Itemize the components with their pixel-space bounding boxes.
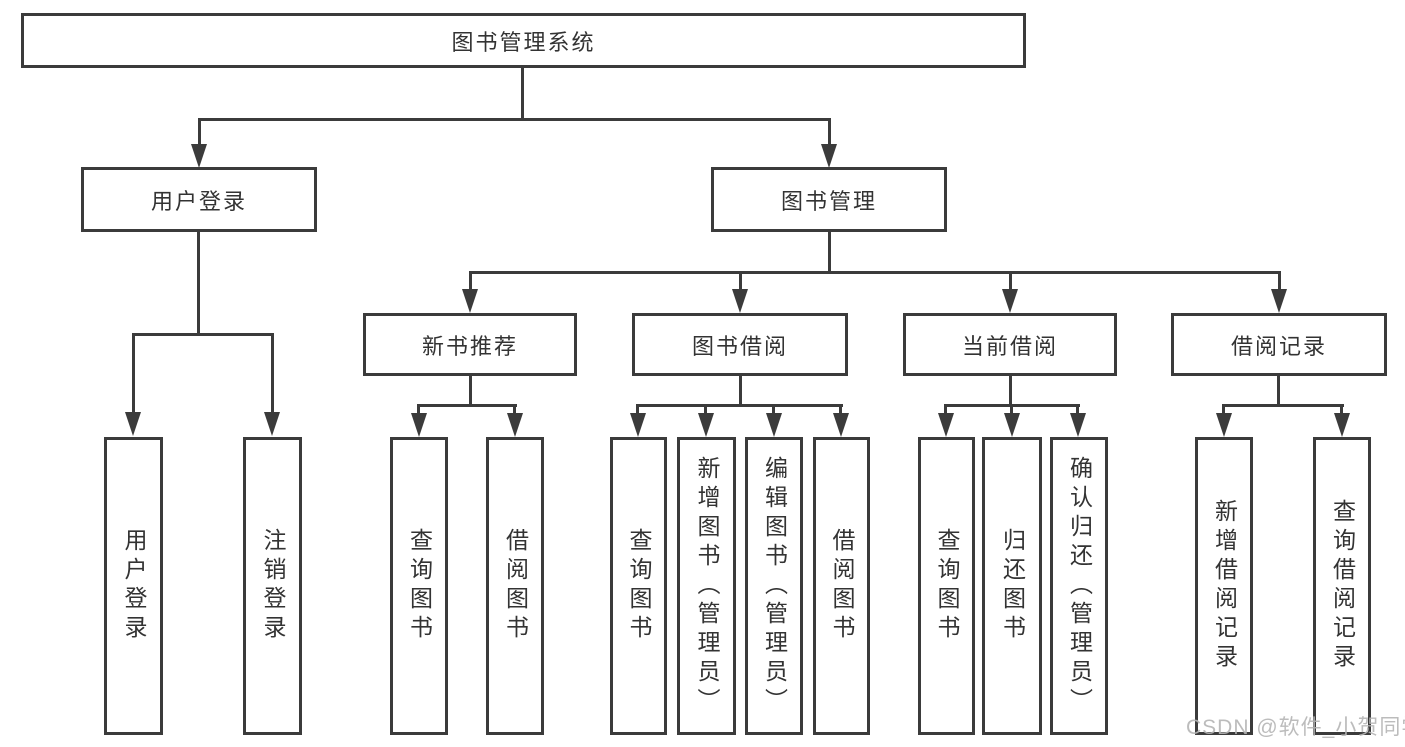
arrowhead-down-icon xyxy=(1271,289,1287,313)
connector-line xyxy=(704,404,707,416)
arrowhead-down-icon xyxy=(125,412,141,436)
connector-line xyxy=(469,376,472,407)
arrowhead-down-icon xyxy=(191,144,207,168)
connector-line xyxy=(198,118,831,121)
arrowhead-down-icon xyxy=(1004,413,1020,437)
arrowhead-down-icon xyxy=(462,289,478,313)
leaf-current-query: 查询图书 xyxy=(918,437,975,735)
connector-line xyxy=(197,232,200,336)
leaf-user-login-login-label: 用户登录 xyxy=(121,528,147,644)
arrowhead-down-icon xyxy=(264,412,280,436)
connector-line xyxy=(636,404,843,407)
leaf-current-return-label: 归还图书 xyxy=(999,528,1026,644)
connector-line xyxy=(739,376,742,407)
node-current-label: 当前借阅 xyxy=(961,333,1058,359)
leaf-new-books-query-label: 查询图书 xyxy=(406,528,433,644)
connector-line xyxy=(417,404,420,416)
arrowhead-down-icon xyxy=(1002,289,1018,313)
arrowhead-down-icon xyxy=(766,413,782,437)
node-new-books-label: 新书推荐 xyxy=(421,333,518,359)
leaf-current-confirm: 确认归还（管理员） xyxy=(1050,437,1108,735)
leaf-borrow-add-label: 新增图书（管理员） xyxy=(694,455,720,717)
connector-line xyxy=(828,232,831,274)
arrowhead-down-icon xyxy=(938,413,954,437)
connector-line xyxy=(1222,404,1225,416)
node-book-mgmt-label: 图书管理 xyxy=(780,188,877,214)
csdn-watermark: CSDN @软件_小贺同学 xyxy=(1186,716,1405,739)
connector-line xyxy=(1277,376,1280,407)
connector-line xyxy=(132,333,274,336)
leaf-records-query-label: 查询借阅记录 xyxy=(1329,499,1356,673)
leaf-borrow-lend-label: 借阅图书 xyxy=(829,528,855,644)
leaf-user-login-logout: 注销登录 xyxy=(243,437,302,735)
connector-line xyxy=(1340,404,1343,416)
node-root-label: 图书管理系统 xyxy=(451,29,596,55)
arrowhead-down-icon xyxy=(507,413,523,437)
connector-line xyxy=(828,118,831,146)
connector-line xyxy=(271,333,274,412)
connector-line xyxy=(739,271,742,291)
connector-line xyxy=(1009,271,1012,291)
leaf-new-books-borrow: 借阅图书 xyxy=(486,437,544,735)
connector-line xyxy=(1222,404,1344,407)
connector-line xyxy=(132,333,135,412)
leaf-records-add: 新增借阅记录 xyxy=(1195,437,1253,735)
node-borrow-label: 图书借阅 xyxy=(691,333,788,359)
leaf-records-add-label: 新增借阅记录 xyxy=(1211,499,1238,673)
connector-line xyxy=(513,404,516,416)
node-root: 图书管理系统 xyxy=(21,13,1026,68)
leaf-new-books-query: 查询图书 xyxy=(390,437,448,735)
arrowhead-down-icon xyxy=(1334,413,1350,437)
leaf-borrow-edit-label: 编辑图书（管理员） xyxy=(761,455,788,717)
node-current: 当前借阅 xyxy=(903,313,1117,376)
arrowhead-down-icon xyxy=(698,413,714,437)
node-user-login: 用户登录 xyxy=(81,167,317,232)
arrowhead-down-icon xyxy=(630,413,646,437)
leaf-new-books-borrow-label: 借阅图书 xyxy=(502,528,529,644)
leaf-current-query-label: 查询图书 xyxy=(934,528,960,644)
leaf-borrow-query-label: 查询图书 xyxy=(626,528,652,644)
node-borrow: 图书借阅 xyxy=(632,313,848,376)
connector-line xyxy=(839,404,842,416)
node-records-label: 借阅记录 xyxy=(1230,333,1327,359)
connector-line xyxy=(636,404,639,416)
arrowhead-down-icon xyxy=(833,413,849,437)
connector-line xyxy=(469,271,1281,274)
leaf-current-return: 归还图书 xyxy=(982,437,1042,735)
node-records: 借阅记录 xyxy=(1171,313,1387,376)
arrowhead-down-icon xyxy=(732,289,748,313)
connector-line xyxy=(417,404,517,407)
node-new-books: 新书推荐 xyxy=(363,313,577,376)
connector-line xyxy=(469,271,472,291)
leaf-borrow-query: 查询图书 xyxy=(610,437,667,735)
arrowhead-down-icon xyxy=(1216,413,1232,437)
leaf-user-login-logout-label: 注销登录 xyxy=(260,528,286,644)
connector-line xyxy=(944,404,947,416)
arrowhead-down-icon xyxy=(821,144,837,168)
arrowhead-down-icon xyxy=(1070,413,1086,437)
leaf-records-query: 查询借阅记录 xyxy=(1313,437,1371,735)
connector-line xyxy=(1009,376,1012,407)
connector-line xyxy=(1076,404,1079,416)
node-user-login-label: 用户登录 xyxy=(150,188,247,214)
node-book-mgmt: 图书管理 xyxy=(711,167,947,232)
connector-line xyxy=(198,118,201,146)
leaf-borrow-lend: 借阅图书 xyxy=(813,437,870,735)
leaf-user-login-login: 用户登录 xyxy=(104,437,163,735)
connector-line xyxy=(1010,404,1013,416)
connector-line xyxy=(521,66,524,120)
arrowhead-down-icon xyxy=(411,413,427,437)
leaf-borrow-edit: 编辑图书（管理员） xyxy=(745,437,803,735)
connector-line xyxy=(772,404,775,416)
leaf-current-confirm-label: 确认归还（管理员） xyxy=(1066,455,1093,717)
leaf-borrow-add: 新增图书（管理员） xyxy=(677,437,736,735)
connector-line xyxy=(1278,271,1281,291)
